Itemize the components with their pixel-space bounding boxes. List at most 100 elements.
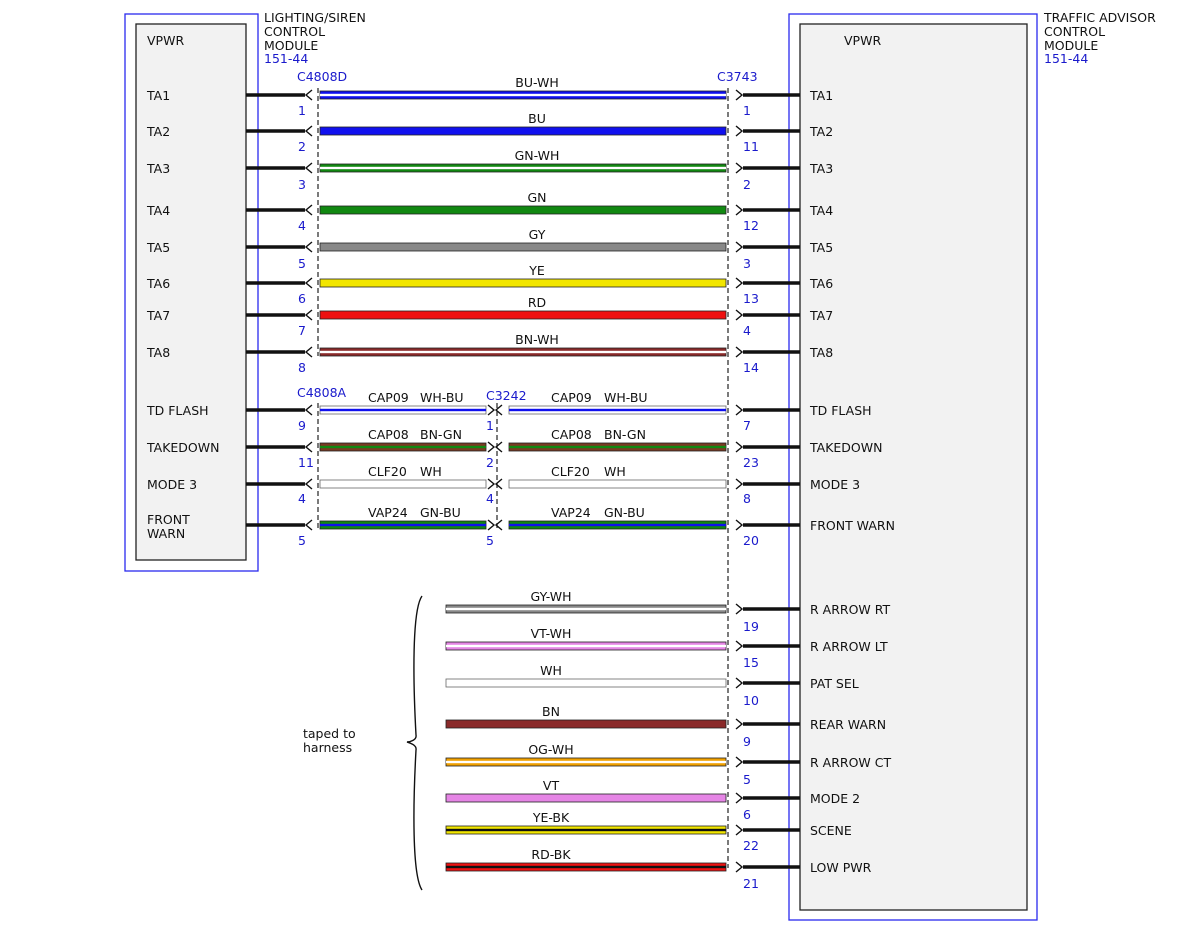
left-label-7: TA7 <box>146 308 170 323</box>
right-label-2: TA2 <box>809 124 833 139</box>
left-label-b2: TAKEDOWN <box>146 440 220 455</box>
left-label-2: TA2 <box>146 124 170 139</box>
color-right-2: BN-GN <box>604 427 646 442</box>
mid-terminal-out-3 <box>494 478 503 490</box>
color-left-4: GN-BU <box>420 505 461 520</box>
taped-pin-5: 5 <box>743 772 751 787</box>
right-label-b4: FRONT WARN <box>810 518 895 533</box>
circuit-right-4: VAP24 <box>551 505 591 520</box>
wire-2 <box>319 126 727 136</box>
connector-right: C3743 <box>717 69 758 84</box>
left-module-power: VPWR <box>147 33 184 48</box>
left-label-5: TA5 <box>146 240 170 255</box>
left-pin-3: 3 <box>298 177 306 192</box>
circuit-right-1: CAP09 <box>551 390 592 405</box>
right-module-name-line1: TRAFFIC ADVISOR <box>1043 10 1156 25</box>
wire-6 <box>319 278 727 288</box>
color-left-1: WH-BU <box>420 390 464 405</box>
left-label-8: TA8 <box>146 345 170 360</box>
connector-left-top: C4808D <box>297 69 347 84</box>
left-pin-b3: 4 <box>298 491 306 506</box>
taped-label-line2: harness <box>303 740 352 755</box>
right-pin-b2: 23 <box>743 455 759 470</box>
wire-label-3: GN-WH <box>515 148 560 163</box>
taped-wire-label-3: WH <box>540 663 562 678</box>
taped-terminal-2 <box>735 640 744 652</box>
right-terminal-4 <box>735 204 744 216</box>
taped-terminal-1 <box>735 603 744 615</box>
left-terminal-b2 <box>304 441 313 453</box>
circuit-left-1: CAP09 <box>368 390 409 405</box>
right-terminal-5 <box>735 241 744 253</box>
right-module-inner-box <box>799 23 1028 911</box>
left-terminal-b3 <box>304 478 313 490</box>
right-pin-1: 1 <box>743 103 751 118</box>
right-terminal-b1 <box>735 404 744 416</box>
left-terminal-8 <box>304 346 313 358</box>
right-terminal-b2 <box>735 441 744 453</box>
left-terminal-b4 <box>304 519 313 531</box>
left-terminal-7 <box>304 309 313 321</box>
wire-b-left-1-stripe <box>320 408 486 412</box>
taped-terminal-7 <box>735 824 744 836</box>
taped-right-label-7: SCENE <box>810 823 852 838</box>
taped-terminal-6 <box>735 792 744 804</box>
left-module-inner-box <box>135 23 247 561</box>
left-module-name-line3: MODULE <box>264 38 318 53</box>
circuit-left-3: CLF20 <box>368 464 407 479</box>
mid-pin-3: 4 <box>486 491 494 506</box>
taped-wire-5-stripe <box>446 760 726 764</box>
left-module-name-line2: CONTROL <box>264 24 325 39</box>
mid-pin-1: 1 <box>486 418 494 433</box>
right-label-1: TA1 <box>809 88 833 103</box>
wire-label-8: BN-WH <box>515 332 559 347</box>
taped-wire-4 <box>445 719 727 729</box>
left-pin-8: 8 <box>298 360 306 375</box>
color-right-4: GN-BU <box>604 505 645 520</box>
left-terminal-1 <box>304 89 313 101</box>
taped-terminal-5 <box>735 756 744 768</box>
taped-right-label-3: PAT SEL <box>810 676 859 691</box>
wire-label-7: RD <box>528 295 546 310</box>
right-pin-4: 12 <box>743 218 759 233</box>
taped-wire-3 <box>445 678 727 688</box>
wire-label-1: BU-WH <box>515 75 559 90</box>
left-pin-5: 5 <box>298 256 306 271</box>
right-label-b2: TAKEDOWN <box>809 440 883 455</box>
left-pin-1: 1 <box>298 103 306 118</box>
taped-pin-1: 19 <box>743 619 759 634</box>
taped-harness-brace <box>406 595 423 891</box>
color-right-1: WH-BU <box>604 390 648 405</box>
wire-b-right-4-stripe <box>509 523 726 527</box>
right-module-power: VPWR <box>844 33 881 48</box>
right-terminal-6 <box>735 277 744 289</box>
right-pin-b4: 20 <box>743 533 759 548</box>
mid-pin-4: 5 <box>486 533 494 548</box>
right-pin-6: 13 <box>743 291 759 306</box>
mid-terminal-in-3 <box>487 478 496 490</box>
left-module-outer-box <box>124 13 259 572</box>
wire-b-left-4-stripe <box>320 523 486 527</box>
wire-8-stripe <box>320 350 726 354</box>
right-terminal-1 <box>735 89 744 101</box>
mid-terminal-in-4 <box>487 519 496 531</box>
left-terminal-5 <box>304 241 313 253</box>
mid-terminal-out-2 <box>494 441 503 453</box>
mid-terminal-out-1 <box>494 404 503 416</box>
taped-wire-label-7: YE-BK <box>532 810 570 825</box>
taped-wire-8-stripe <box>446 865 726 869</box>
left-label-b3: MODE 3 <box>147 477 197 492</box>
taped-wire-label-1: GY-WH <box>531 589 572 604</box>
mid-terminal-in-1 <box>487 404 496 416</box>
wire-3-stripe <box>320 166 726 170</box>
taped-terminal-8 <box>735 861 744 873</box>
left-label-3: TA3 <box>146 161 170 176</box>
right-terminal-3 <box>735 162 744 174</box>
left-pin-7: 7 <box>298 323 306 338</box>
left-module-name-line1: LIGHTING/SIREN <box>264 10 366 25</box>
color-left-2: BN-GN <box>420 427 462 442</box>
right-pin-b1: 7 <box>743 418 751 433</box>
circuit-left-2: CAP08 <box>368 427 409 442</box>
taped-wire-label-8: RD-BK <box>531 847 571 862</box>
right-pin-5: 3 <box>743 256 751 271</box>
